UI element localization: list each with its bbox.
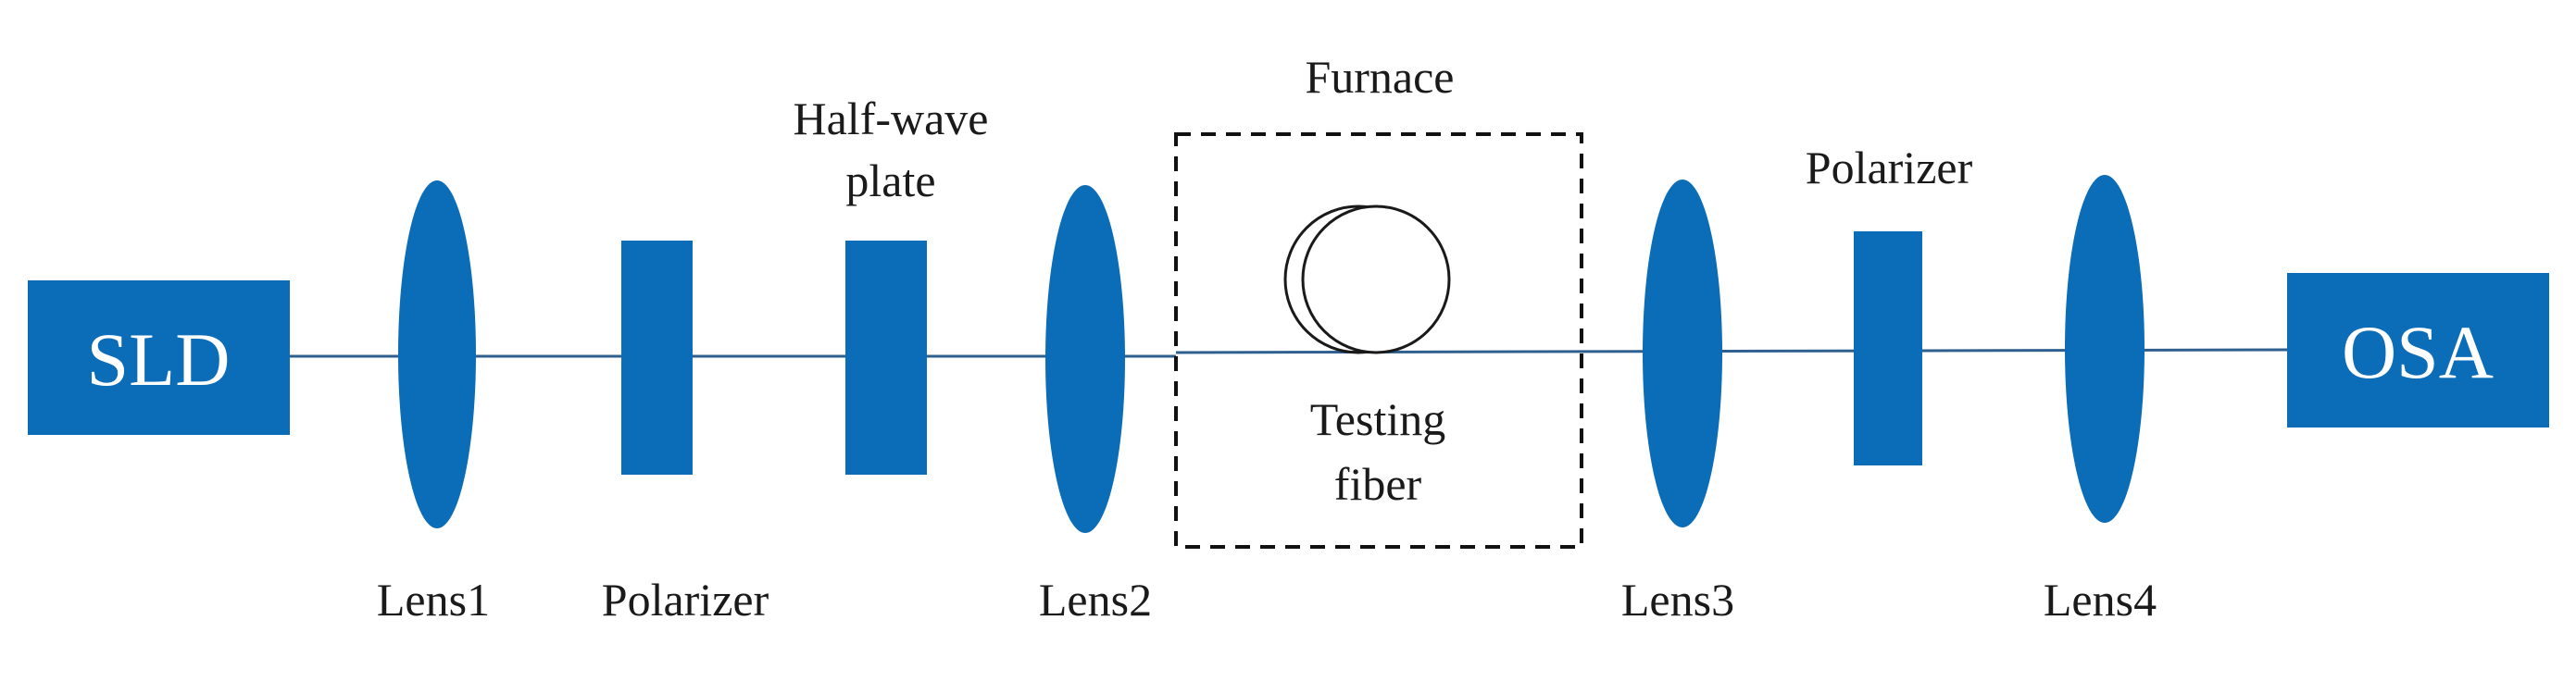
lens1-shape (398, 180, 476, 528)
sld-box (28, 280, 290, 435)
lens4-shape (2065, 175, 2145, 523)
testing-fiber-coil (1283, 204, 1451, 354)
half-wave-plate-shape (845, 241, 927, 475)
lens1-label: Lens1 (377, 574, 490, 626)
polarizer1-label: Polarizer (602, 574, 769, 626)
lens2-label: Lens2 (1039, 574, 1152, 626)
osa-label: OSA (2342, 310, 2494, 394)
osa-analyzer: OSA (2287, 273, 2549, 428)
testing-fiber-label-line1: Testing (1310, 393, 1445, 445)
testing-fiber-label-line2: fiber (1334, 458, 1422, 510)
polarizer1-shape (621, 241, 693, 475)
furnace-box (1174, 132, 1583, 549)
polarizer2-label: Polarizer (1806, 142, 1973, 193)
lens3-shape (1643, 180, 1722, 527)
sld-source: SLD (28, 280, 290, 435)
furnace-label: Furnace (1305, 51, 1454, 103)
lens2-shape (1045, 185, 1125, 533)
half-wave-plate-label-line2: plate (845, 155, 935, 206)
lens4-label: Lens4 (2044, 574, 2157, 626)
fiber-loop-front (1301, 204, 1451, 354)
lens3-label: Lens3 (1621, 574, 1734, 626)
half-wave-plate-label-line1: Half-wave (794, 93, 989, 144)
polarizer2-shape (1854, 231, 1922, 465)
osa-box (2287, 273, 2549, 428)
sld-label: SLD (87, 317, 231, 402)
